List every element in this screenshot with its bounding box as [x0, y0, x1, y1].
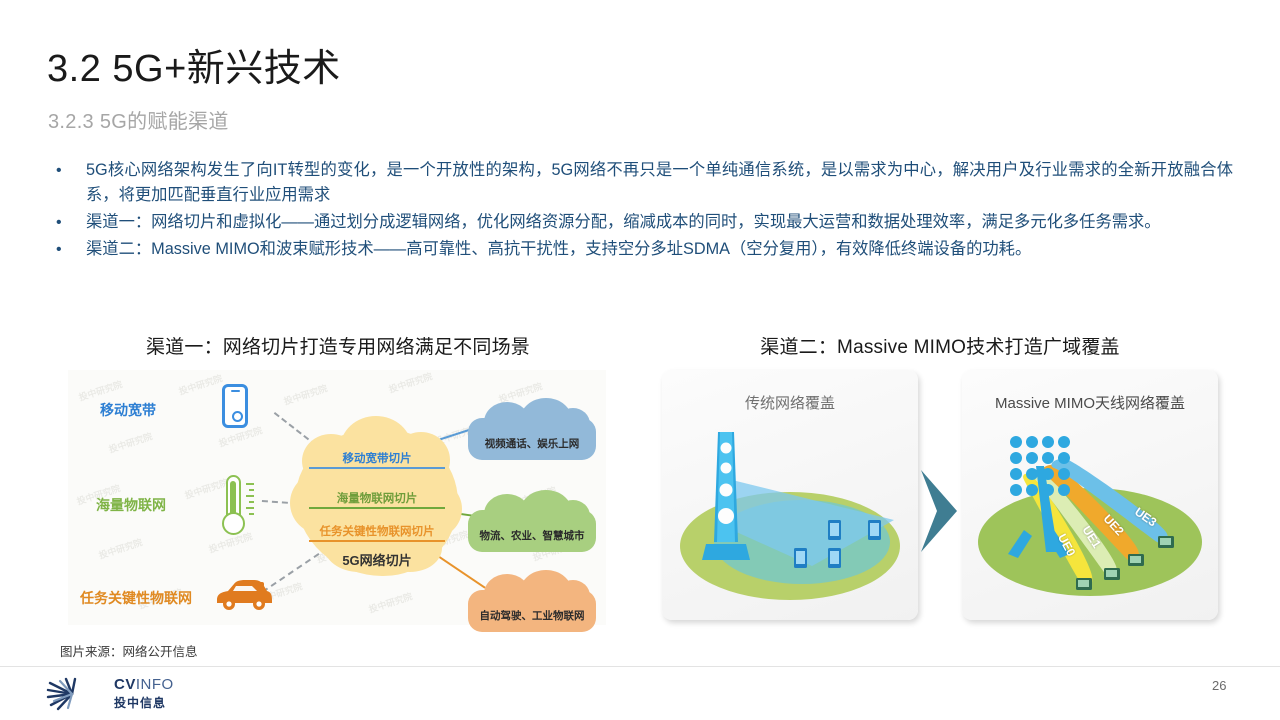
image-source-note: 图片来源：网络公开信息: [60, 645, 198, 659]
bullet-text: 5G核心网络架构发生了向IT转型的变化，是一个开放性的架构，5G网络不再只是一个…: [86, 161, 1233, 204]
arrow-right-icon: [915, 468, 963, 554]
label-mobile-broadband: 移动宽带: [100, 402, 156, 418]
target-cloud-label: 物流、农业、智慧城市: [479, 530, 585, 542]
slice-label-mobile-broadband: 移动宽带切片: [342, 453, 412, 465]
thermometer-icon: [222, 475, 256, 535]
starburst-icon: [46, 677, 77, 711]
logo-wordmark: CVINFO: [114, 676, 174, 693]
footer-divider: [0, 666, 1280, 667]
watermark-text: 投中研究院: [387, 371, 434, 395]
list-item: • 渠道二：Massive MIMO和波束赋形技术——高可靠性、高抗干扰性，支持…: [48, 237, 1233, 262]
label-critical-iot: 任务关键性物联网: [80, 590, 192, 606]
brand-logo: CVINFO 投中信息: [42, 676, 174, 712]
target-cloud-label: 自动驾驶、工业物联网: [479, 610, 585, 622]
page-title: 3.2 5G+新兴技术: [47, 48, 341, 90]
logo-wordmark-thin: INFO: [135, 676, 174, 693]
page-number: 26: [1212, 678, 1227, 693]
slice-divider: [308, 467, 446, 469]
bullet-marker: •: [56, 162, 62, 179]
figure-caption-left: 渠道一：网络切片打造专用网络满足不同场景: [145, 337, 530, 358]
label-massive-iot: 海量物联网: [96, 497, 166, 513]
massive-mimo-illustration: [978, 436, 1202, 596]
bullet-list: • 5G核心网络架构发生了向IT转型的变化，是一个开放性的架构，5G网络不再只是…: [48, 158, 1233, 264]
slice-label-critical-iot: 任务关键性物联网切片: [319, 526, 435, 538]
panel-title: 传统网络覆盖: [744, 395, 835, 412]
logo-wordmark-bold: CV: [114, 676, 136, 693]
watermark-text: 投中研究院: [97, 537, 144, 561]
smartphone-icon: [222, 384, 248, 428]
car-icon: [212, 578, 274, 612]
bullet-marker: •: [56, 214, 62, 231]
panel-title: Massive MIMO天线网络覆盖: [994, 395, 1185, 412]
slice-divider: [308, 507, 446, 509]
slice-label-massive-iot: 海量物联网切片: [336, 493, 418, 505]
target-cloud-video: 视频通话、娱乐上网: [468, 398, 596, 460]
slice-divider: [308, 540, 446, 542]
network-slice-cloud: 移动宽带切片 海量物联网切片 任务关键性物联网切片 5G网络切片: [290, 416, 462, 576]
list-item: • 5G核心网络架构发生了向IT转型的变化，是一个开放性的架构，5G网络不再只是…: [48, 158, 1233, 208]
page-subtitle: 3.2.3 5G的赋能渠道: [48, 111, 229, 133]
car-icon-svg: [217, 580, 272, 610]
logo-chinese-name: 投中信息: [114, 696, 167, 710]
slice-cloud-footer: 5G网络切片: [342, 553, 412, 568]
target-cloud-label: 视频通话、娱乐上网: [484, 438, 580, 450]
watermark-text: 投中研究院: [282, 383, 329, 407]
figure-caption-right: 渠道二：Massive MIMO技术打造广域覆盖: [760, 337, 1120, 358]
panel-traditional-coverage: 传统网络覆盖: [662, 370, 918, 620]
bullet-marker: •: [56, 241, 62, 258]
bullet-text: 渠道一：网络切片和虚拟化——通过划分成逻辑网络，优化网络资源分配，缩减成本的同时…: [86, 213, 1161, 231]
panel-massive-mimo-coverage: Massive MIMO天线网络覆盖: [962, 370, 1218, 620]
traditional-coverage-illustration: [680, 432, 900, 600]
target-cloud-autonomous: 自动驾驶、工业物联网: [468, 570, 596, 632]
list-item: • 渠道一：网络切片和虚拟化——通过划分成逻辑网络，优化网络资源分配，缩减成本的…: [48, 210, 1233, 235]
bullet-text: 渠道二：Massive MIMO和波束赋形技术——高可靠性、高抗干扰性，支持空分…: [86, 240, 1032, 258]
watermark-text: 投中研究院: [367, 591, 414, 615]
watermark-text: 投中研究院: [107, 431, 154, 455]
target-cloud-logistics: 物流、农业、智慧城市: [468, 490, 596, 552]
watermark-text: 投中研究院: [177, 373, 224, 397]
